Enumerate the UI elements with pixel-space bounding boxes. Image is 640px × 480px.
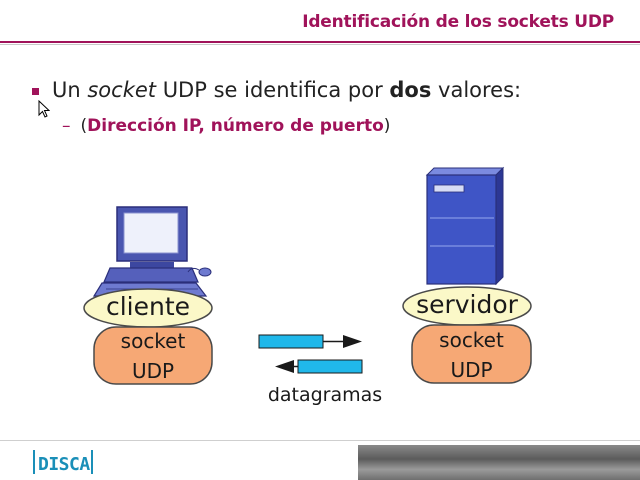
- client-computer-icon: [94, 207, 211, 296]
- footer-seal-image: [358, 445, 640, 480]
- server-socket-line1: socket: [412, 325, 531, 355]
- server-socket-line2: UDP: [412, 355, 531, 385]
- client-label: cliente: [84, 292, 212, 321]
- server-socket-label: socket UDP: [412, 325, 531, 385]
- server-tower-icon: [427, 168, 503, 284]
- client-socket-label: socket UDP: [94, 326, 212, 386]
- arrow-left-icon: [275, 360, 362, 373]
- disca-logo: DISCA: [30, 448, 96, 476]
- arrow-right-icon: [259, 335, 362, 348]
- client-socket-line1: socket: [94, 326, 212, 356]
- client-socket-line2: UDP: [94, 356, 212, 386]
- footer-divider: [0, 440, 640, 441]
- disca-logo-text: DISCA: [38, 454, 90, 475]
- server-label: servidor: [403, 290, 531, 319]
- datagrams-label: datagramas: [250, 384, 400, 406]
